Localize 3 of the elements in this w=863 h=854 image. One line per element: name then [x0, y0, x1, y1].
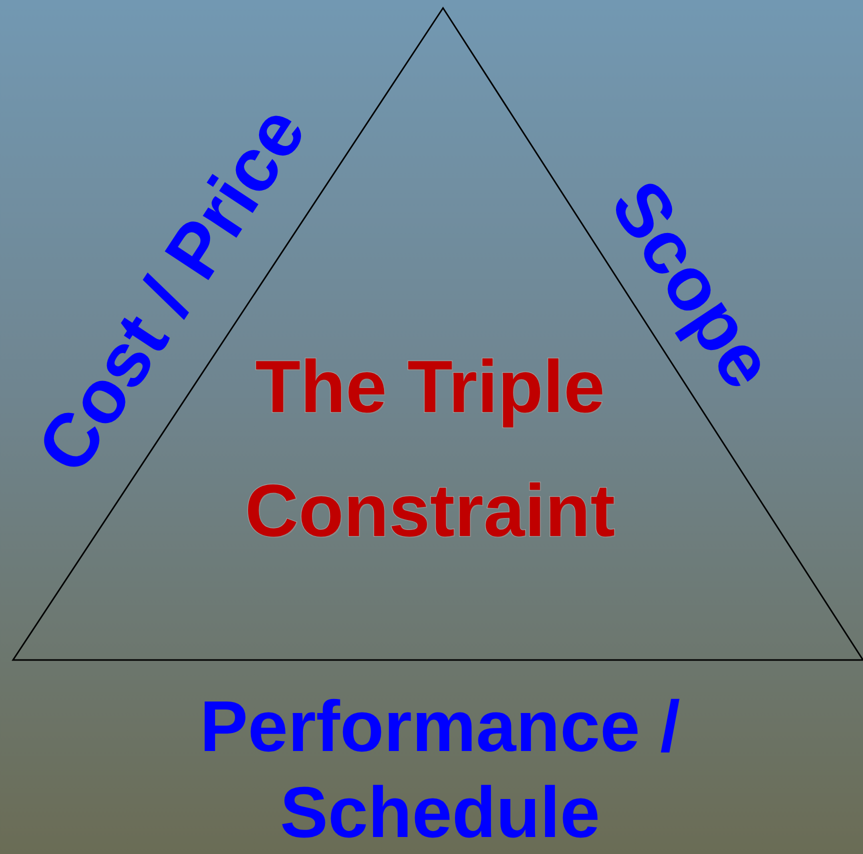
triangle-title: The Triple Constraint — [244, 344, 616, 554]
base-label: Performance / Schedule — [198, 686, 682, 854]
triangle-shape — [13, 8, 863, 660]
